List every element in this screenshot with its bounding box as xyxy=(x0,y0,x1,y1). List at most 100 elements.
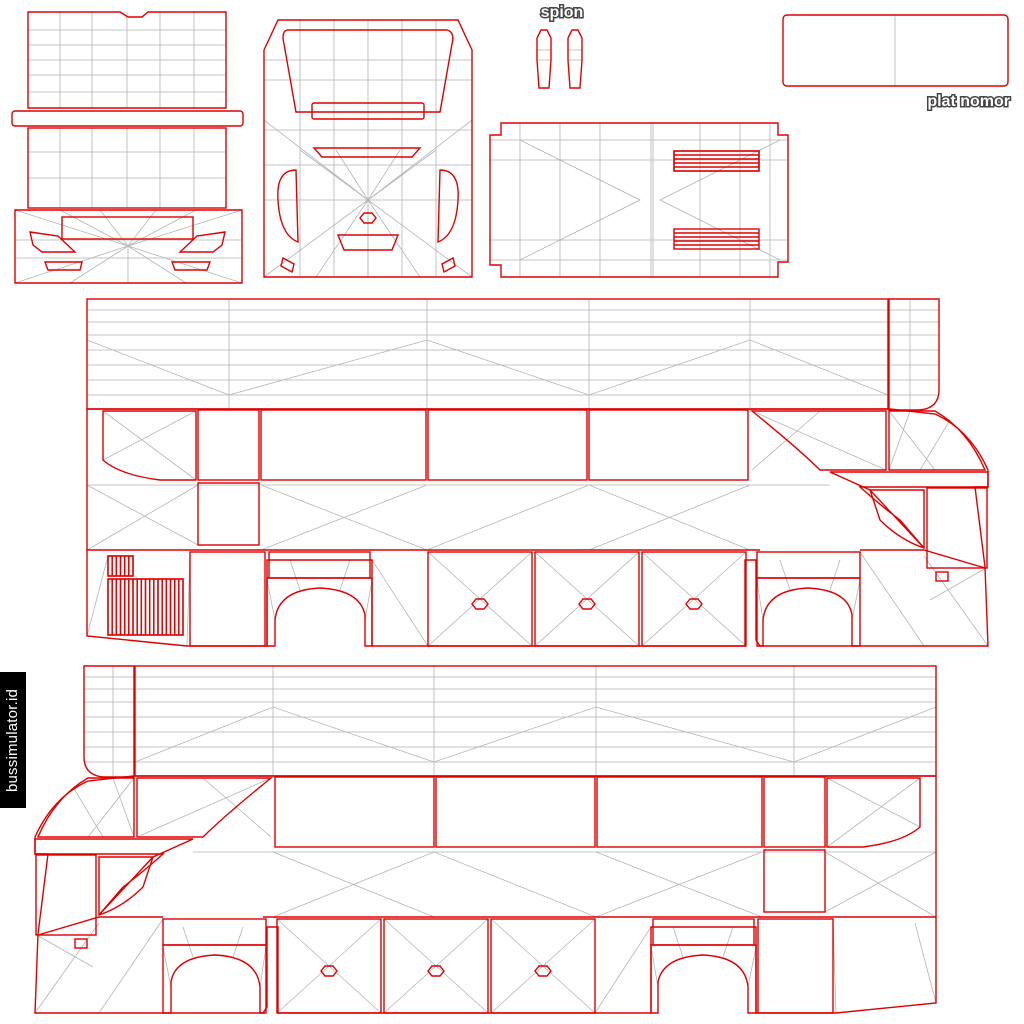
side-body-outline xyxy=(86,408,989,647)
mesh-line xyxy=(260,484,751,551)
mesh-line xyxy=(86,339,889,396)
roof-vent-front xyxy=(673,150,760,172)
side-front-upper-window xyxy=(826,777,921,848)
side-door-handle-1 xyxy=(534,965,552,977)
mesh-line xyxy=(59,12,195,108)
side-front-door-window xyxy=(926,487,988,569)
rear-roof-strip xyxy=(11,110,244,127)
rear-window xyxy=(27,127,227,209)
side-window-2 xyxy=(596,776,763,848)
front-headlamp-left xyxy=(277,169,299,244)
rear-lamp-left xyxy=(29,231,77,253)
side-luggage-door-2 xyxy=(534,551,640,647)
side-door-handle-3 xyxy=(685,598,703,610)
side-window-4 xyxy=(274,776,435,848)
side-front-upper-corner xyxy=(888,410,987,471)
side-upper-band xyxy=(86,298,889,410)
side-door-handle-1 xyxy=(471,598,489,610)
side-front-upper-corner xyxy=(36,777,135,838)
side-front-door-window xyxy=(35,854,97,936)
mesh-line xyxy=(59,128,195,208)
roof-vent-front-slats xyxy=(674,154,759,168)
side-door-handle-3 xyxy=(320,965,338,977)
mesh-line xyxy=(266,579,861,621)
side-window-1 xyxy=(197,409,260,481)
mesh-line xyxy=(568,49,582,61)
side-door-window xyxy=(197,482,260,546)
side-rear-wheel-arch xyxy=(266,577,373,647)
side-window-2 xyxy=(260,409,427,481)
side-window-4 xyxy=(588,409,749,481)
roof-vent-rear xyxy=(673,228,760,250)
mesh-line xyxy=(519,123,771,277)
front-logo-hex xyxy=(359,212,377,224)
side-door-window xyxy=(763,849,826,913)
rear-bumper-panel xyxy=(14,209,243,284)
mesh-line xyxy=(72,777,135,838)
rear-lamp-right xyxy=(178,231,226,253)
mesh-line xyxy=(87,309,939,396)
rear-plate-recess xyxy=(61,216,194,240)
mesh-line xyxy=(824,851,937,1014)
side-front-wheel-arch xyxy=(756,577,861,647)
side-front-swoosh xyxy=(34,838,194,916)
uv-panel-outlines xyxy=(11,11,1009,1014)
mesh-line xyxy=(263,119,473,278)
mesh-line xyxy=(134,706,937,763)
front-destination-sign xyxy=(311,102,425,120)
roof-vent-front xyxy=(673,150,760,172)
uv-wireframe-mesh xyxy=(14,12,989,1014)
mesh-line xyxy=(136,777,921,848)
side-front-arch-panel xyxy=(756,551,861,579)
side-window-5 xyxy=(750,410,887,471)
side-window-5 xyxy=(136,777,273,838)
side-window-3 xyxy=(427,409,588,481)
mesh-line xyxy=(34,918,652,1014)
roof-vent-rear-slats xyxy=(674,232,759,246)
side-upper-corner xyxy=(888,298,940,411)
mesh-line xyxy=(289,559,841,591)
side-vent-small-slats xyxy=(111,556,130,576)
side-vent-engine-slats xyxy=(111,579,180,635)
mesh-line xyxy=(264,59,472,201)
roof-panel xyxy=(489,122,789,278)
mesh-line xyxy=(14,209,243,284)
mesh-line xyxy=(86,484,199,647)
side-front-swoosh xyxy=(829,471,989,549)
mesh-line xyxy=(371,551,989,647)
mesh-line xyxy=(112,666,795,776)
front-headlamp-right xyxy=(437,169,459,244)
front-foglamp-right xyxy=(441,256,456,274)
side-upper-band xyxy=(134,665,937,777)
side-windshield-side xyxy=(869,489,925,549)
side-door-handle-2 xyxy=(578,598,596,610)
plate-label: plat nomor xyxy=(927,93,1010,110)
mesh-line xyxy=(490,139,788,261)
left-side-group xyxy=(34,665,937,1014)
mesh-line xyxy=(162,946,757,988)
side-luggage-door-1 xyxy=(427,551,533,647)
number-plate xyxy=(782,14,1009,87)
mesh-line xyxy=(15,239,242,259)
side-marker-lamp xyxy=(935,571,949,582)
mirror-label: spion xyxy=(541,4,584,21)
front-panel xyxy=(263,19,473,278)
rear-reflector-right xyxy=(170,261,212,271)
side-window-1 xyxy=(763,776,826,848)
mesh-line xyxy=(519,139,781,261)
side-body-outline xyxy=(34,775,937,1014)
side-marker-lamp xyxy=(74,938,88,949)
mesh-line xyxy=(28,151,226,179)
front-grille-top xyxy=(312,147,422,158)
side-front-upper-window xyxy=(102,410,197,481)
side-luggage-door-3 xyxy=(641,551,747,647)
front-lower-vent xyxy=(336,234,400,251)
mesh-line xyxy=(888,410,951,471)
side-rear-arch-panel xyxy=(652,918,755,946)
rear-upper-panel xyxy=(27,11,227,109)
side-luggage-door-2 xyxy=(383,918,489,1014)
side-upper-corner xyxy=(83,665,135,778)
mesh-line xyxy=(272,851,763,918)
side-belt-line xyxy=(87,549,986,569)
